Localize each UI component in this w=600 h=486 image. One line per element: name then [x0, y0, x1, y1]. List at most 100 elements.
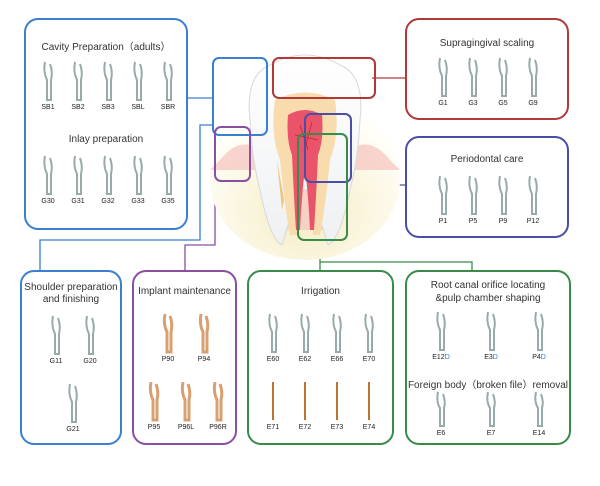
panel-title-line2: &pulp chamber shaping — [407, 293, 569, 304]
tip-item: E73 — [323, 380, 351, 431]
tip-item: P5 — [459, 174, 487, 225]
scaler-tip-icon — [434, 390, 448, 428]
highlight-canal-area — [297, 133, 348, 241]
tip-item: P12 — [519, 174, 547, 225]
tip-item: G21 — [59, 382, 87, 433]
tip-item: SB2 — [64, 60, 92, 111]
tip-row: E71 E72 E73 E74 — [259, 380, 386, 440]
tip-item: P95 — [140, 380, 168, 431]
scaler-tip-icon — [179, 380, 193, 422]
tip-item: SBR — [154, 60, 182, 111]
scaler-tip-icon — [362, 312, 376, 354]
tip-item: E62 — [291, 312, 319, 363]
tip-item: G9 — [519, 56, 547, 107]
panel-title: Implant maintenance — [134, 286, 235, 297]
scaler-tip-icon — [83, 314, 97, 356]
tip-item: P4D — [519, 310, 559, 361]
panel-subtitle: Inlay preparation — [26, 134, 186, 145]
panel-periodontal-care: Periodontal care P1 P5 P9 P12 — [405, 136, 569, 238]
panel-title: Supragingival scaling — [407, 38, 567, 49]
scaler-tip-icon — [466, 174, 480, 216]
panel-implant-maintenance: Implant maintenance P90 P94 P95 P96L P96… — [132, 270, 237, 445]
tip-item: E72 — [291, 380, 319, 431]
scaler-tip-icon — [131, 60, 145, 102]
scaler-tip-icon — [484, 310, 498, 352]
scaler-tip-icon — [41, 60, 55, 102]
tip-item: P9 — [489, 174, 517, 225]
scaler-tip-icon — [496, 56, 510, 98]
scaler-tip-icon — [362, 380, 376, 422]
scaler-tip-icon — [131, 154, 145, 196]
tip-item: P96R — [204, 380, 232, 431]
scaler-tip-icon — [71, 154, 85, 196]
scaler-tip-icon — [266, 380, 280, 422]
tip-item: G5 — [489, 56, 517, 107]
scaler-tip-icon — [49, 314, 63, 356]
scaler-tip-icon — [101, 154, 115, 196]
panel-shoulder-preparation: Shoulder preparation and finishing G11 G… — [20, 270, 122, 445]
scaler-tip-icon — [197, 312, 211, 354]
tip-item: G31 — [64, 154, 92, 205]
tip-item: P90 — [154, 312, 182, 363]
scaler-tip-icon — [101, 60, 115, 102]
scaler-tip-icon — [532, 310, 546, 352]
tip-item: E71 — [259, 380, 287, 431]
tip-item: G20 — [76, 314, 104, 365]
panel-irrigation: Irrigation E60 E62 E66 E70 E71 E72 E73 E… — [247, 270, 394, 445]
tip-item: G32 — [94, 154, 122, 205]
tip-row: E12D E3D P4D — [421, 310, 559, 370]
scaler-tip-icon — [330, 312, 344, 354]
panel-title: Cavity Preparation（adults） — [26, 38, 186, 53]
tip-row: G1 G3 G5 G9 — [429, 56, 549, 116]
scaler-tip-icon — [436, 56, 450, 98]
tip-item: G35 — [154, 154, 182, 205]
tip-item: SBL — [124, 60, 152, 111]
scaler-tip-icon — [161, 60, 175, 102]
scaler-tip-icon — [147, 380, 161, 422]
scaler-tip-icon — [161, 312, 175, 354]
highlight-cavity-area — [212, 57, 268, 136]
scaler-tip-icon — [484, 390, 498, 428]
scaler-tip-icon — [298, 380, 312, 422]
tip-item: G3 — [459, 56, 487, 107]
panel-title-line2: and finishing — [22, 294, 120, 305]
highlight-crown-area — [272, 57, 376, 99]
panel-title-line1: Root canal orifice locating — [407, 280, 569, 291]
scaler-tip-icon — [66, 382, 80, 424]
tip-item: P94 — [190, 312, 218, 363]
scaler-tip-icon — [266, 312, 280, 354]
highlight-shoulder-area — [214, 126, 251, 182]
tip-row: E6 E7 E14 — [421, 390, 559, 445]
tip-row: E60 E62 E66 E70 — [259, 312, 386, 372]
scaler-tip-icon — [71, 60, 85, 102]
tip-item: E12D — [421, 310, 461, 361]
tip-item: P1 — [429, 174, 457, 225]
tip-item: G30 — [34, 154, 62, 205]
tip-item: E14 — [519, 390, 559, 437]
panel-cavity-preparation: Cavity Preparation（adults） SB1 SB2 SB3 S… — [24, 18, 188, 230]
tip-item: G33 — [124, 154, 152, 205]
scaler-tip-icon — [526, 56, 540, 98]
scaler-tip-icon — [526, 174, 540, 216]
tip-row: SB1 SB2 SB3 SBL SBR — [34, 60, 182, 120]
tip-row: P1 P5 P9 P12 — [429, 174, 549, 234]
panel-title: Periodontal care — [407, 154, 567, 165]
tip-item: E66 — [323, 312, 351, 363]
panel-title: Irrigation — [249, 286, 392, 297]
panel-title-line1: Shoulder preparation — [22, 282, 120, 293]
tip-item: SB3 — [94, 60, 122, 111]
tip-item: E74 — [355, 380, 383, 431]
scaler-tip-icon — [466, 56, 480, 98]
panel-root-canal: Root canal orifice locating &pulp chambe… — [405, 270, 571, 445]
tip-item: E70 — [355, 312, 383, 363]
scaler-tip-icon — [330, 380, 344, 422]
panel-subtitle: Foreign body（broken file）removal — [407, 376, 569, 391]
scaler-tip-icon — [496, 174, 510, 216]
tip-item: P96L — [172, 380, 200, 431]
tip-row: G30 G31 G32 G33 G35 — [34, 154, 182, 214]
tip-item: E60 — [259, 312, 287, 363]
tip-item: G11 — [42, 314, 70, 365]
scaler-tip-icon — [436, 174, 450, 216]
scaler-tip-icon — [211, 380, 225, 422]
